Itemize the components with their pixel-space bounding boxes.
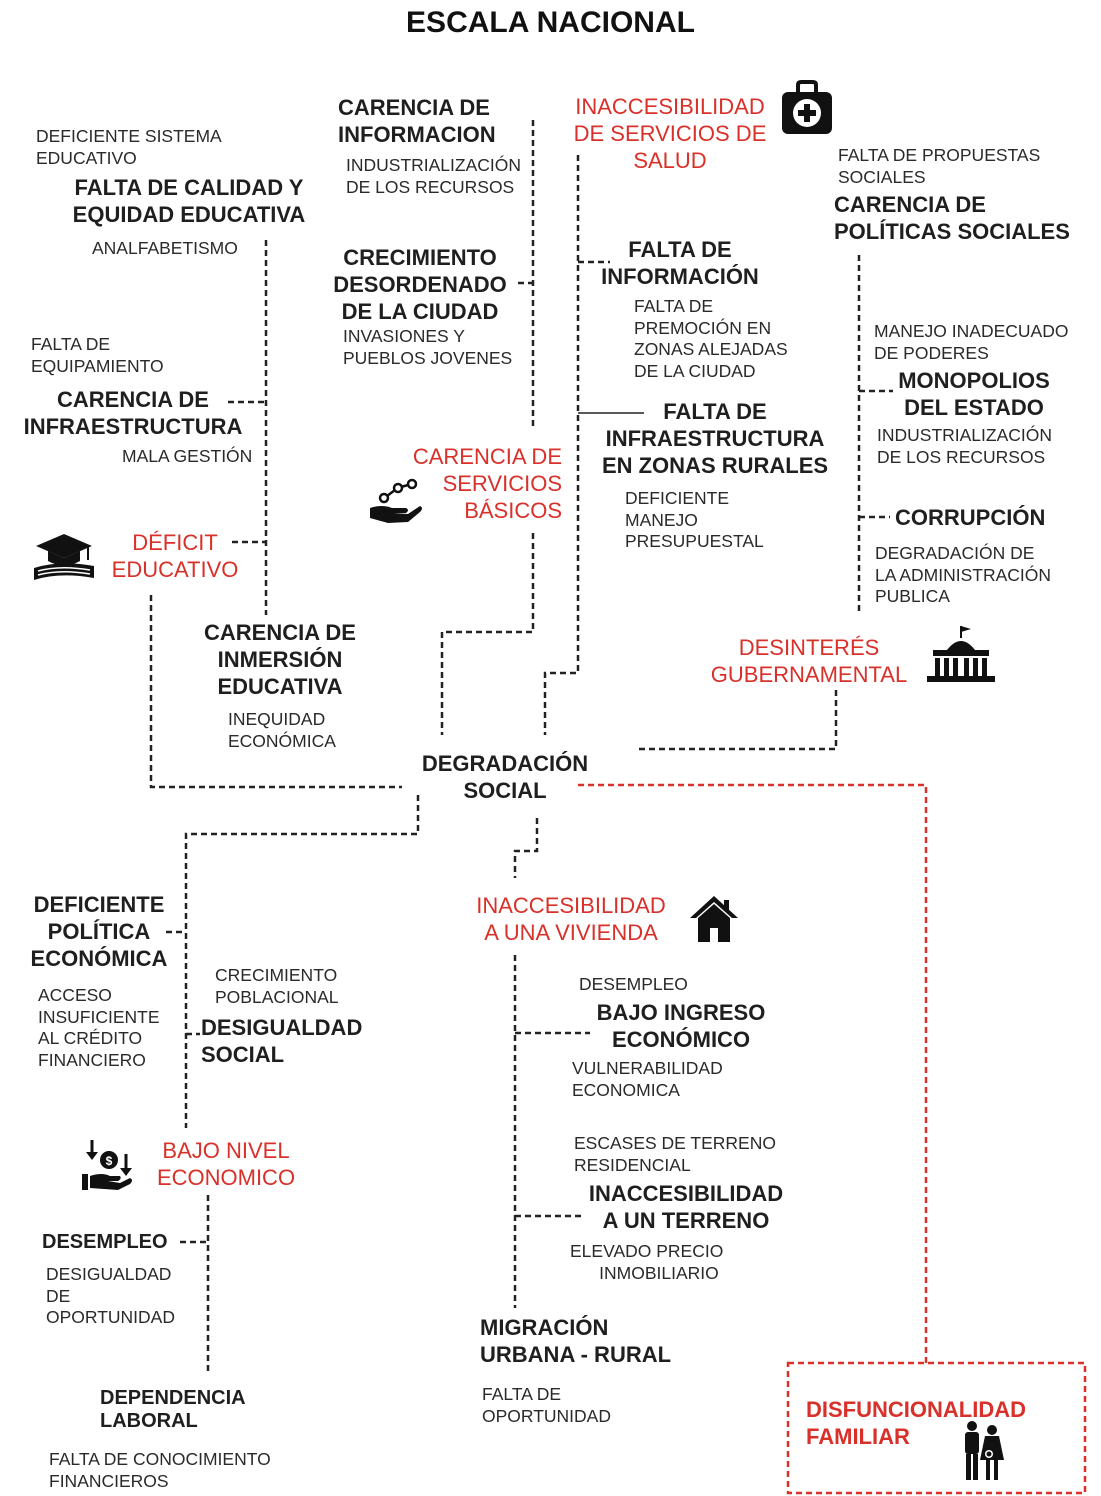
falta-infraestructura-rural-node: FALTA DE INFRAESTRUCTURA EN ZONAS RURALE… bbox=[601, 399, 829, 478]
vulnerabilidad-text: VULNERABILIDAD ECONOMICA bbox=[572, 1058, 723, 1100]
migracion-node: MIGRACIÓN URBANA - RURAL bbox=[480, 1315, 672, 1367]
inaccesibilidad-salud-node: INACCESIBILIDAD DE SERVICIOS DE SALUD bbox=[573, 94, 767, 173]
industrializacion-recursos-text: INDUSTRIALIZACIÓN DE LOS RECURSOS bbox=[346, 155, 522, 197]
falta-premocion-text: FALTA DE PREMOCIÓN EN ZONAS ALEJADAS DE … bbox=[634, 296, 788, 381]
government-building-icon bbox=[927, 626, 995, 682]
deficiente-sistema-educativo-text: DEFICIENTE SISTEMA EDUCATIVO bbox=[36, 126, 222, 168]
disfuncionalidad-familiar-node: DISFUNCIONALIDAD FAMILIAR bbox=[806, 1397, 1026, 1449]
desempleo-node: DESEMPLEO bbox=[42, 1231, 168, 1253]
manejo-inadecuado-text: MANEJO INADECUADO DE PODERES bbox=[874, 321, 1069, 363]
svg-text:$: $ bbox=[106, 1154, 113, 1168]
desigualdad-oportunidad-text: DESIGUALDAD DE OPORTUNIDAD bbox=[46, 1264, 175, 1327]
corrupcion-node: CORRUPCIÓN bbox=[895, 505, 1046, 530]
acceso-credito-text: ACCESO INSUFICIENTE AL CRÉDITO FINANCIER… bbox=[38, 985, 160, 1070]
carencia-inmersion-node: CARENCIA DE INMERSIÓN EDUCATIVA bbox=[204, 620, 356, 699]
deficiente-manejo-text: DEFICIENTE MANEJO PRESUPUESTAL bbox=[625, 488, 764, 551]
falta-equipamiento-text: FALTA DE EQUIPAMIENTO bbox=[31, 334, 164, 376]
carencia-infraestructura-node: CARENCIA DE INFRAESTRUCTURA bbox=[23, 387, 243, 439]
house-icon bbox=[690, 896, 738, 942]
invasiones-text: INVASIONES Y PUEBLOS JOVENES bbox=[343, 326, 513, 368]
desinteres-gubernamental-node: DESINTERÉS GUBERNAMENTAL bbox=[710, 635, 908, 687]
analfabetismo-text: ANALFABETISMO bbox=[92, 238, 238, 258]
escases-terreno-text: ESCASES DE TERRENO RESIDENCIAL bbox=[574, 1133, 776, 1175]
deficiente-politica-node: DEFICIENTE POLÍTICA ECONÓMICA bbox=[30, 892, 168, 971]
bajo-ingreso-node: BAJO INGRESO ECONÓMICO bbox=[596, 1000, 766, 1052]
service-hand-icon bbox=[370, 478, 422, 523]
carencia-politicas-node: CARENCIA DE POLÍTICAS SOCIALES bbox=[834, 192, 1070, 244]
dependencia-laboral-node: DEPENDENCIA LABORAL bbox=[100, 1387, 246, 1432]
inequidad-text: INEQUIDAD ECONÓMICA bbox=[228, 709, 336, 751]
inaccesibilidad-vivienda-node: INACCESIBILIDAD A UNA VIVIENDA bbox=[476, 893, 666, 945]
monopolios-node: MONOPOLIOS DEL ESTADO bbox=[898, 368, 1050, 420]
falta-calidad-node: FALTA DE CALIDAD Y EQUIDAD EDUCATIVA bbox=[72, 175, 306, 227]
mala-gestion-text: MALA GESTIÓN bbox=[122, 446, 253, 466]
falta-informacion-node: FALTA DE INFORMACIÓN bbox=[601, 237, 759, 289]
inaccesibilidad-terreno-node: INACCESIBILIDAD A UN TERRENO bbox=[588, 1181, 784, 1233]
money-hand-icon: $ bbox=[82, 1140, 132, 1190]
crecimiento-poblacional-text: CRECIMIENTO POBLACIONAL bbox=[215, 965, 339, 1007]
bajo-nivel-economico-node: BAJO NIVEL ECONOMICO bbox=[156, 1138, 296, 1190]
degradacion-social-center-node: DEGRADACIÓN SOCIAL bbox=[421, 751, 589, 803]
elevado-precio-text: ELEVADO PRECIO INMOBILIARIO bbox=[570, 1241, 724, 1283]
family-icon bbox=[965, 1421, 1004, 1480]
crecimiento-desordenado-node: CRECIMIENTO DESORDENADO DE LA CIUDAD bbox=[333, 245, 507, 324]
deficit-educativo-node: DÉFICIT EDUCATIVO bbox=[111, 530, 239, 582]
degradacion-administracion-text: DEGRADACIÓN DE LA ADMINISTRACIÓN PUBLICA bbox=[875, 543, 1052, 606]
falta-conocimiento-text: FALTA DE CONOCIMIENTO FINANCIEROS bbox=[49, 1449, 271, 1491]
carencia-servicios-basicos-node: CARENCIA DE SERVICIOS BÁSICOS bbox=[412, 444, 562, 523]
graduation-cap-icon bbox=[34, 534, 94, 580]
desempleo-text: DESEMPLEO bbox=[579, 974, 688, 994]
page-title: ESCALA NACIONAL bbox=[406, 6, 695, 39]
medical-kit-icon bbox=[782, 80, 832, 134]
falta-propuestas-text: FALTA DE PROPUESTAS SOCIALES bbox=[838, 145, 1041, 187]
industrializacion-recursos-2-text: INDUSTRIALIZACIÓN DE LOS RECURSOS bbox=[877, 425, 1053, 467]
falta-oportunidad-text: FALTA DE OPORTUNIDAD bbox=[482, 1384, 611, 1426]
carencia-informacion-node: CARENCIA DE INFORMACION bbox=[338, 95, 496, 147]
desigualdad-social-node: DESIGUALDAD SOCIAL bbox=[201, 1015, 363, 1067]
